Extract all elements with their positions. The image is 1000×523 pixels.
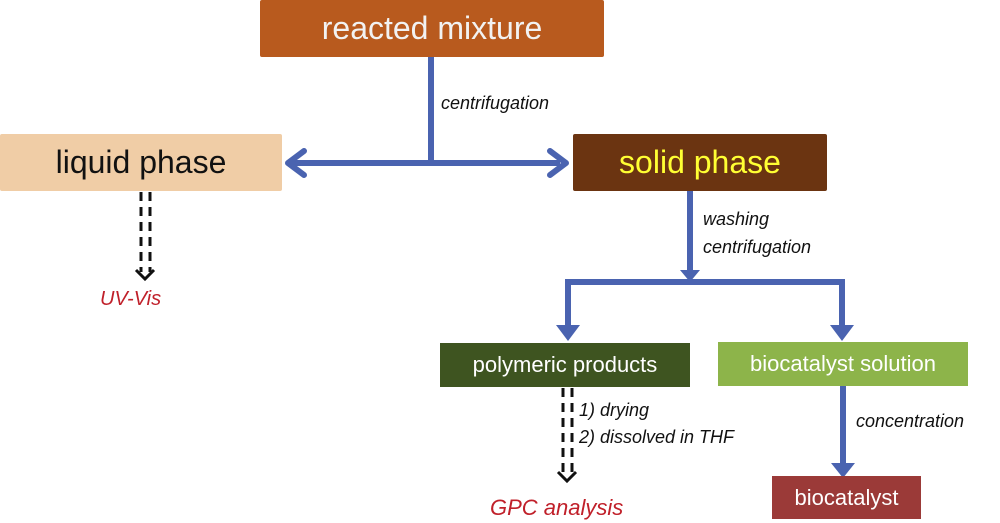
arrowhead-solid-down-icon (680, 270, 700, 282)
label-concentration: concentration (856, 411, 965, 431)
label-dissolved: 2) dissolved in THF (579, 427, 735, 447)
arrowhead-left-icon (285, 148, 307, 178)
node-polymeric-products: polymeric products (440, 343, 690, 387)
arrowhead-biocatalyst-icon (831, 463, 855, 478)
label-washing: washing (703, 209, 770, 229)
node-label: biocatalyst solution (750, 351, 936, 376)
node-biocatalyst-solution: biocatalyst solution (718, 342, 968, 386)
node-label: biocatalyst (794, 484, 899, 510)
arrowhead-polymeric-icon (556, 325, 580, 341)
result-uv-vis: UV-Vis (100, 288, 162, 310)
dashed-arrowhead-uvvis-icon (134, 268, 156, 282)
node-biocatalyst: biocatalyst (772, 476, 921, 519)
node-label: reacted mixture (321, 10, 543, 46)
node-label: polymeric products (472, 352, 658, 377)
node-label: solid phase (619, 144, 781, 180)
dashed-arrowhead-gpc-icon (556, 470, 578, 484)
result-gpc-analysis: GPC analysis (490, 495, 624, 520)
label-washing-centrifugation: centrifugation (703, 237, 812, 257)
label-drying: 1) drying (579, 400, 650, 420)
edge-bracket (565, 279, 845, 325)
label-centrifugation: centrifugation (441, 93, 550, 113)
node-liquid-phase: liquid phase (0, 134, 282, 191)
node-reacted-mixture: reacted mixture (260, 0, 604, 57)
arrowhead-right-icon (547, 148, 569, 178)
node-solid-phase: solid phase (573, 134, 827, 191)
arrowhead-biosol-icon (830, 325, 854, 341)
node-label: liquid phase (55, 144, 227, 180)
